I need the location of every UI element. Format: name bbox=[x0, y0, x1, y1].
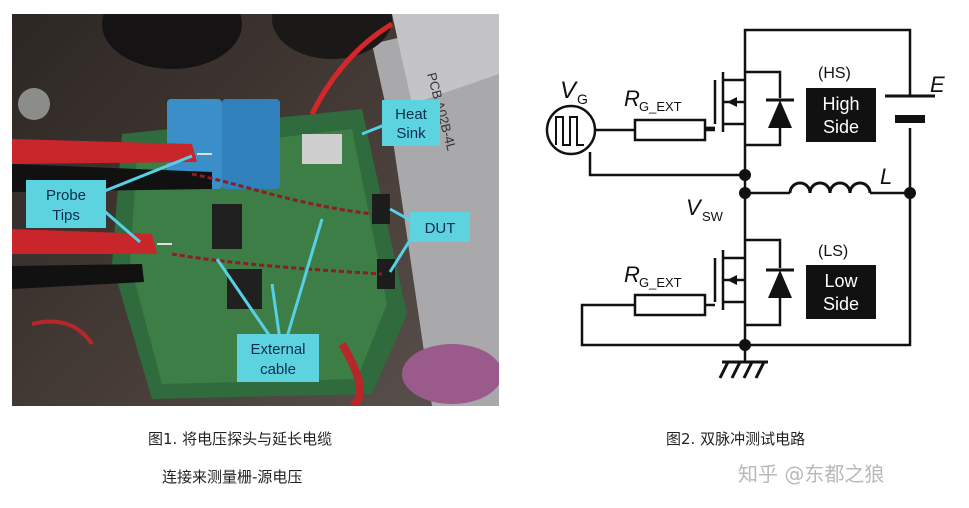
svg-text:G_EXT: G_EXT bbox=[639, 275, 682, 290]
svg-text:Probe: Probe bbox=[46, 187, 86, 204]
rg-ext-label-top: R G_EXT bbox=[624, 86, 682, 114]
rg-ext-resistor-bottom bbox=[633, 293, 707, 317]
probe-red bbox=[12, 139, 197, 164]
svg-text:V: V bbox=[560, 77, 578, 104]
junction-dot bbox=[739, 169, 751, 181]
svg-text:Heat: Heat bbox=[395, 106, 428, 123]
vsw-label: V SW bbox=[686, 195, 724, 224]
capacitor-dark bbox=[102, 14, 242, 69]
ground-icon bbox=[718, 360, 768, 379]
screw bbox=[18, 88, 50, 120]
dut-package bbox=[377, 259, 395, 289]
ls-mosfet-arrow bbox=[727, 275, 737, 285]
component bbox=[227, 269, 262, 309]
metal-plate-highlight bbox=[392, 14, 499, 104]
pcb-photo: PCB A02B-4L Pr bbox=[12, 14, 499, 406]
pcb-photo-scene: PCB A02B-4L Pr bbox=[12, 14, 499, 406]
high-side-box: High Side bbox=[806, 88, 876, 142]
pcb-board-inner bbox=[130, 129, 387, 384]
watermark: 知乎 @东都之狼 bbox=[738, 462, 885, 486]
red-wire bbox=[31, 319, 94, 346]
e-label: E bbox=[930, 72, 945, 97]
hs-tag: (HS) bbox=[818, 65, 851, 82]
red-wire bbox=[338, 341, 364, 406]
svg-text:G_EXT: G_EXT bbox=[639, 99, 682, 114]
cable-wrap bbox=[402, 344, 499, 404]
figure2-caption: 图2. 双脉冲测试电路 bbox=[666, 430, 806, 448]
svg-text:Sink: Sink bbox=[396, 125, 426, 142]
external-cable bbox=[191, 172, 373, 216]
vg-pulse-source bbox=[545, 104, 597, 156]
svg-text:R: R bbox=[624, 262, 640, 287]
low-side-box: Low Side bbox=[806, 265, 876, 319]
l-label: L bbox=[880, 164, 892, 189]
rg-ext-resistor-top bbox=[633, 118, 707, 142]
blue-capacitor bbox=[167, 99, 222, 189]
svg-text:cable: cable bbox=[260, 361, 296, 378]
red-wire bbox=[309, 21, 394, 116]
svg-text:R: R bbox=[624, 86, 640, 111]
svg-text:DUT: DUT bbox=[425, 220, 456, 237]
junction-dot bbox=[739, 339, 751, 351]
svg-text:Side: Side bbox=[823, 117, 859, 137]
figure1-caption-line1: 图1. 将电压探头与延长电缆 bbox=[148, 430, 333, 448]
label-dut: DUT bbox=[410, 212, 470, 242]
svg-text:Tips: Tips bbox=[52, 207, 80, 224]
svg-text:SW: SW bbox=[702, 209, 724, 224]
label-heat-sink: Heat Sink bbox=[382, 100, 440, 146]
battery bbox=[885, 94, 935, 123]
external-cable bbox=[171, 252, 383, 276]
heatsink-part bbox=[302, 134, 342, 164]
svg-text:V: V bbox=[686, 195, 703, 220]
probe-red bbox=[12, 229, 157, 254]
blue-capacitor bbox=[222, 99, 280, 189]
label-probe-tips: Probe Tips bbox=[26, 180, 106, 228]
probe-black bbox=[12, 264, 144, 289]
component bbox=[212, 204, 242, 249]
schematic-wires bbox=[580, 28, 912, 362]
svg-text:Side: Side bbox=[823, 294, 859, 314]
dut-package bbox=[372, 194, 390, 224]
rg-ext-label-bottom: R G_EXT bbox=[624, 262, 682, 290]
figure1-caption-line2: 连接来测量栅-源电压 bbox=[162, 468, 303, 486]
ls-tag: (LS) bbox=[818, 243, 848, 260]
junction-dot bbox=[739, 187, 751, 199]
svg-text:External: External bbox=[250, 341, 305, 358]
vg-label: V G bbox=[560, 77, 588, 107]
svg-text:G: G bbox=[577, 91, 588, 107]
svg-text:High: High bbox=[822, 94, 859, 114]
svg-text:Low: Low bbox=[824, 271, 858, 291]
hs-mosfet-arrow bbox=[727, 97, 737, 107]
label-external-cable: External cable bbox=[237, 334, 319, 382]
hs-diode bbox=[766, 98, 794, 128]
junction-dot bbox=[904, 187, 916, 199]
ls-diode bbox=[766, 268, 794, 298]
inductor bbox=[788, 181, 872, 194]
